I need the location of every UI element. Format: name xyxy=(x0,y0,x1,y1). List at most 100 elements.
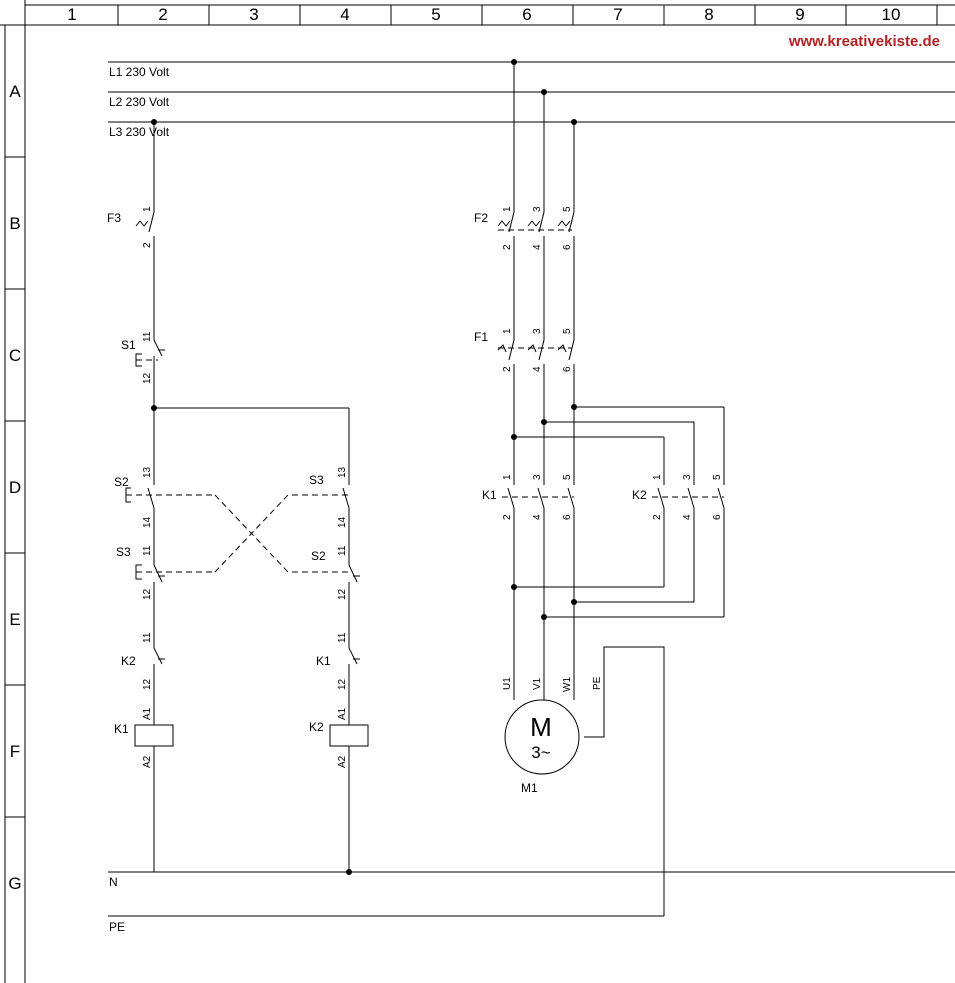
row-letter: D xyxy=(9,478,21,497)
svg-text:6: 6 xyxy=(562,244,573,250)
f2-label: F2 xyxy=(474,211,488,225)
svg-text:12: 12 xyxy=(142,372,153,384)
pushbutton-linkage xyxy=(214,494,349,573)
s2-left-label: S2 xyxy=(114,475,129,489)
s1-label: S1 xyxy=(121,338,136,352)
rail-l2-label: L2 230 Volt xyxy=(109,95,170,109)
svg-text:6: 6 xyxy=(562,366,573,372)
s2-right-contact xyxy=(348,564,358,583)
row-letter: F xyxy=(10,742,20,761)
svg-text:U1: U1 xyxy=(502,677,513,690)
f2-switch xyxy=(497,211,575,340)
k1-coil-label: K1 xyxy=(114,722,129,736)
svg-text:W1: W1 xyxy=(562,677,573,692)
rail-n-label: N xyxy=(109,875,118,889)
k2-main-contacts xyxy=(652,487,725,617)
svg-text:A2: A2 xyxy=(142,755,153,768)
row-letter: C xyxy=(9,346,21,365)
svg-text:5: 5 xyxy=(562,328,573,334)
junction-dot xyxy=(346,869,352,875)
k2-interlock-contact xyxy=(153,647,163,665)
svg-text:1: 1 xyxy=(652,474,663,480)
svg-text:11: 11 xyxy=(337,632,348,643)
f1-label: F1 xyxy=(474,330,488,344)
website-label: www.kreativekiste.de xyxy=(788,33,940,50)
column-number: 8 xyxy=(704,5,713,24)
column-number: 1 xyxy=(67,5,76,24)
column-number: 2 xyxy=(158,5,167,24)
column-number: 4 xyxy=(340,5,349,24)
k2-main-label: K2 xyxy=(632,488,647,502)
k2-coil-label: K2 xyxy=(309,720,324,734)
svg-text:A1: A1 xyxy=(337,707,348,720)
svg-text:11: 11 xyxy=(337,545,348,556)
svg-text:1: 1 xyxy=(142,206,153,212)
s3-left-label: S3 xyxy=(116,545,131,559)
s2-right-label: S2 xyxy=(311,549,326,563)
svg-text:4: 4 xyxy=(532,514,543,520)
row-letter: A xyxy=(9,82,21,101)
row-letters: A B C D E F G xyxy=(8,82,21,893)
svg-text:13: 13 xyxy=(142,466,153,478)
f3-contact xyxy=(148,211,155,233)
motor-symbol-m: M xyxy=(530,712,552,742)
svg-text:2: 2 xyxy=(652,514,663,520)
k1-interlock-label: K1 xyxy=(316,654,331,668)
f3-label: F3 xyxy=(107,211,121,225)
rail-l1-label: L1 230 Volt xyxy=(109,65,170,79)
junction-dot xyxy=(541,614,547,620)
svg-text:1: 1 xyxy=(502,206,513,212)
row-letter: B xyxy=(9,214,20,233)
k2-coil xyxy=(329,724,369,747)
k1-interlock-contact xyxy=(348,647,358,665)
column-number: 3 xyxy=(249,5,258,24)
s1-contact xyxy=(153,339,163,357)
svg-text:5: 5 xyxy=(712,474,723,480)
svg-text:A2: A2 xyxy=(337,755,348,768)
svg-text:14: 14 xyxy=(142,516,153,528)
column-number: 10 xyxy=(882,5,901,24)
control-circuit: F3 1 2 S1 11 12 S2 13 14 S3 11 12 xyxy=(107,119,369,875)
f3-thermal-symbol xyxy=(135,220,149,227)
column-number: 6 xyxy=(522,5,531,24)
motor-label: M1 xyxy=(521,781,538,795)
power-rails: L1 230 Volt L2 230 Volt L3 230 Volt N PE xyxy=(108,61,955,934)
rail-l3-label: L3 230 Volt xyxy=(109,125,170,139)
column-number: 7 xyxy=(613,5,622,24)
junction-dot xyxy=(571,599,577,605)
svg-text:4: 4 xyxy=(532,366,543,372)
column-number: 5 xyxy=(431,5,440,24)
s2-left-contact xyxy=(147,487,155,509)
svg-text:12: 12 xyxy=(142,588,153,600)
svg-text:A1: A1 xyxy=(142,707,153,720)
f1-switch xyxy=(497,339,575,485)
s3-left-contact xyxy=(153,564,163,583)
column-number: 9 xyxy=(795,5,804,24)
svg-text:3: 3 xyxy=(532,474,543,480)
motor-m1 xyxy=(504,699,580,775)
k1-main-contacts xyxy=(502,487,575,700)
pushbutton-linkage xyxy=(214,494,349,573)
motor-symbol-phase: 3~ xyxy=(531,743,550,762)
svg-text:3: 3 xyxy=(682,474,693,480)
svg-text:1: 1 xyxy=(502,474,513,480)
svg-text:3: 3 xyxy=(532,328,543,334)
k1-main-label: K1 xyxy=(482,488,497,502)
k1-coil xyxy=(134,724,174,747)
rail-pe-label: PE xyxy=(109,920,125,934)
junction-dot xyxy=(511,584,517,590)
column-numbers: 1 2 3 4 5 6 7 8 9 10 xyxy=(67,5,900,24)
svg-text:4: 4 xyxy=(682,514,693,520)
svg-text:13: 13 xyxy=(337,466,348,478)
svg-text:V1: V1 xyxy=(532,677,543,690)
s3-right-label: S3 xyxy=(309,473,324,487)
svg-text:4: 4 xyxy=(532,244,543,250)
k2-interlock-label: K2 xyxy=(121,654,136,668)
power-circuit: F2 1 3 5 2 4 6 F1 1 3 5 2 4 6 xyxy=(474,59,725,916)
svg-text:1: 1 xyxy=(502,328,513,334)
svg-text:2: 2 xyxy=(502,514,513,520)
svg-text:PE: PE xyxy=(592,676,603,690)
svg-text:5: 5 xyxy=(562,474,573,480)
svg-text:12: 12 xyxy=(142,678,153,690)
